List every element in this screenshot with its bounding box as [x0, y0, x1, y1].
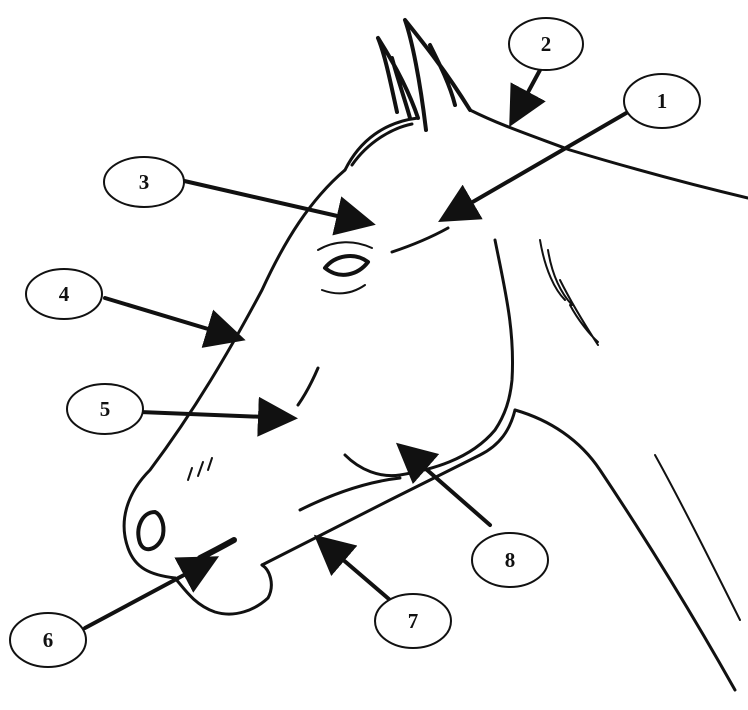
- callout-3: 3: [104, 157, 184, 207]
- callout-label: 7: [408, 609, 419, 633]
- mane-strokes: [540, 240, 598, 345]
- callout-label: 3: [139, 170, 150, 194]
- poll: [345, 118, 418, 170]
- mouth: [200, 540, 234, 558]
- arrow-1: [445, 112, 628, 218]
- facial-crest: [298, 368, 318, 405]
- callout-label: 4: [59, 282, 70, 306]
- callout-8: 8: [472, 533, 548, 587]
- callout-label: 5: [100, 397, 111, 421]
- arrow-5: [140, 412, 290, 418]
- arrow-4: [105, 298, 238, 338]
- chin-groove: [300, 478, 400, 510]
- callout-2: 2: [509, 18, 583, 70]
- callout-4: 4: [26, 269, 102, 319]
- callout-label: 1: [657, 89, 668, 113]
- arrow-2: [513, 70, 540, 120]
- cheek: [345, 240, 513, 476]
- callout-7: 7: [375, 594, 451, 648]
- arrow-3: [180, 180, 368, 223]
- eye: [325, 256, 368, 275]
- jaw-line: [262, 410, 515, 565]
- callout-5: 5: [67, 384, 143, 434]
- callout-label: 6: [43, 628, 54, 652]
- muzzle-marks: [188, 458, 212, 480]
- callout-label: 2: [541, 32, 552, 56]
- face-profile: [124, 170, 345, 578]
- callout-1: 1: [624, 74, 700, 128]
- neck-line: [655, 455, 740, 620]
- arrow-7: [320, 540, 390, 600]
- callout-6: 6: [10, 613, 86, 667]
- nostril: [138, 512, 163, 549]
- callout-label: 8: [505, 548, 516, 572]
- brow: [392, 228, 448, 252]
- throat-neck: [515, 410, 735, 690]
